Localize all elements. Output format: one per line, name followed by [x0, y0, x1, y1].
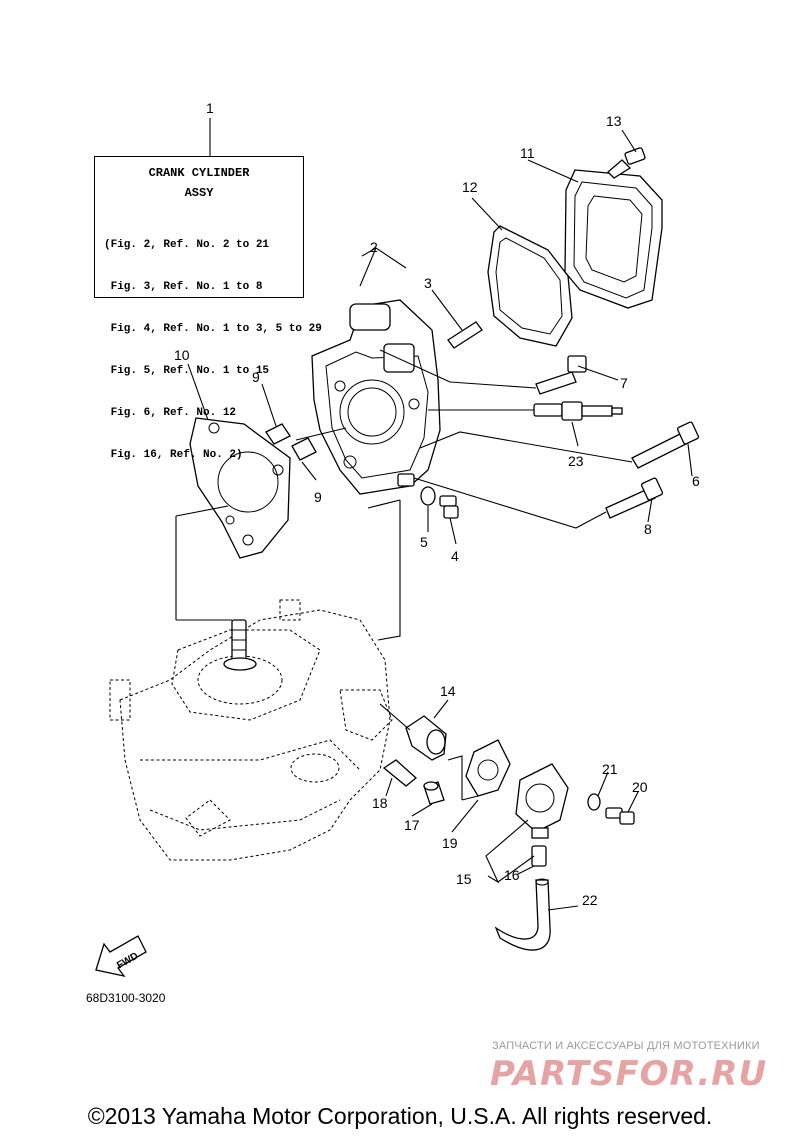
part-6-long-bolt [631, 421, 700, 469]
part-9-dowel-upper [265, 423, 291, 445]
part-9-dowel-lower [291, 437, 317, 461]
assembly-outline-lines [175, 349, 633, 641]
callout-10: 10 [174, 347, 190, 363]
fwd-arrow-icon: FWD [95, 935, 147, 977]
part-3-dowel-pin [447, 321, 483, 349]
part-15-thermostat-housing [515, 763, 569, 839]
part-10-head-gasket [189, 417, 291, 559]
part-23-spark-plug [533, 401, 623, 421]
callout-6: 6 [692, 473, 700, 489]
callout-1: 1 [206, 100, 214, 116]
callout-4: 4 [451, 548, 459, 564]
callout-12: 12 [462, 179, 478, 195]
crank-cylinder-assy-note: CRANK CYLINDER ASSY (Fig. 2, Ref. No. 2 … [94, 156, 322, 461]
callout-9-upper: 9 [252, 369, 260, 385]
note-references: (Fig. 2, Ref. No. 2 to 21 Fig. 3, Ref. N… [104, 210, 322, 490]
note-line: Fig. 3, Ref. No. 1 to 8 [104, 281, 263, 293]
callout-22: 22 [582, 892, 598, 908]
part-22-hose [494, 878, 551, 951]
callout-17: 17 [404, 817, 420, 833]
callout-20: 20 [632, 779, 648, 795]
crankshaft-end [223, 619, 257, 671]
note-line: (Fig. 2, Ref. No. 2 to 21 [104, 239, 270, 251]
part-16-fitting [531, 845, 547, 867]
callout-2: 2 [370, 239, 378, 255]
watermark-logo: PARTSFOR.RU [490, 1054, 768, 1094]
callout-5: 5 [420, 534, 428, 550]
part-21-washer [587, 793, 601, 811]
callout-14: 14 [440, 683, 456, 699]
part-11-cylinder-head-cover [564, 169, 663, 309]
callout-18: 18 [372, 795, 388, 811]
crankcase-block [109, 599, 393, 861]
note-line: Fig. 16, Ref. No. 2) [104, 449, 243, 461]
callout-leaders [187, 129, 693, 911]
part-7-bolt [535, 355, 587, 395]
part-17-collar [423, 781, 445, 805]
part-2-cylinder-head [311, 299, 441, 495]
callout-15: 15 [456, 871, 472, 887]
part-8-bolt [605, 477, 664, 519]
callout-9-lower: 9 [314, 489, 322, 505]
callout-21: 21 [602, 761, 618, 777]
lower-assembly-lines [379, 703, 479, 801]
part-13-bolt [607, 147, 646, 179]
callout-13: 13 [606, 113, 622, 129]
part-4-bolt [439, 495, 459, 519]
note-line: Fig. 4, Ref. No. 1 to 3, 5 to 29 [104, 323, 322, 335]
note-line: Fig. 5, Ref. No. 1 to 15 [104, 365, 270, 377]
part-20-bolt [605, 807, 635, 825]
note-title: CRANK CYLINDER [148, 166, 250, 180]
copyright-notice: ©2013 Yamaha Motor Corporation, U.S.A. A… [87, 1103, 713, 1129]
note-line: Fig. 6, Ref. No. 12 [104, 407, 237, 419]
callout-19: 19 [442, 835, 458, 851]
callout-8: 8 [644, 521, 652, 537]
callout-3: 3 [424, 275, 432, 291]
part-5-washer [420, 486, 436, 506]
note-subtitle: ASSY [184, 186, 214, 200]
part-12-gasket [487, 225, 573, 347]
callout-16: 16 [504, 867, 520, 883]
part-19-gasket [465, 739, 511, 797]
part-14-fitting [405, 715, 447, 761]
callout-11: 11 [520, 145, 535, 161]
diagram-code: 68D3100-3020 [86, 991, 166, 1005]
callout-7: 7 [620, 375, 628, 391]
watermark-tagline: ЗАПЧАСТИ И АКСЕССУАРЫ ДЛЯ МОТОТЕХНИКИ [492, 1040, 760, 1052]
callout-23: 23 [568, 453, 584, 469]
part-18-bolt [382, 759, 418, 787]
